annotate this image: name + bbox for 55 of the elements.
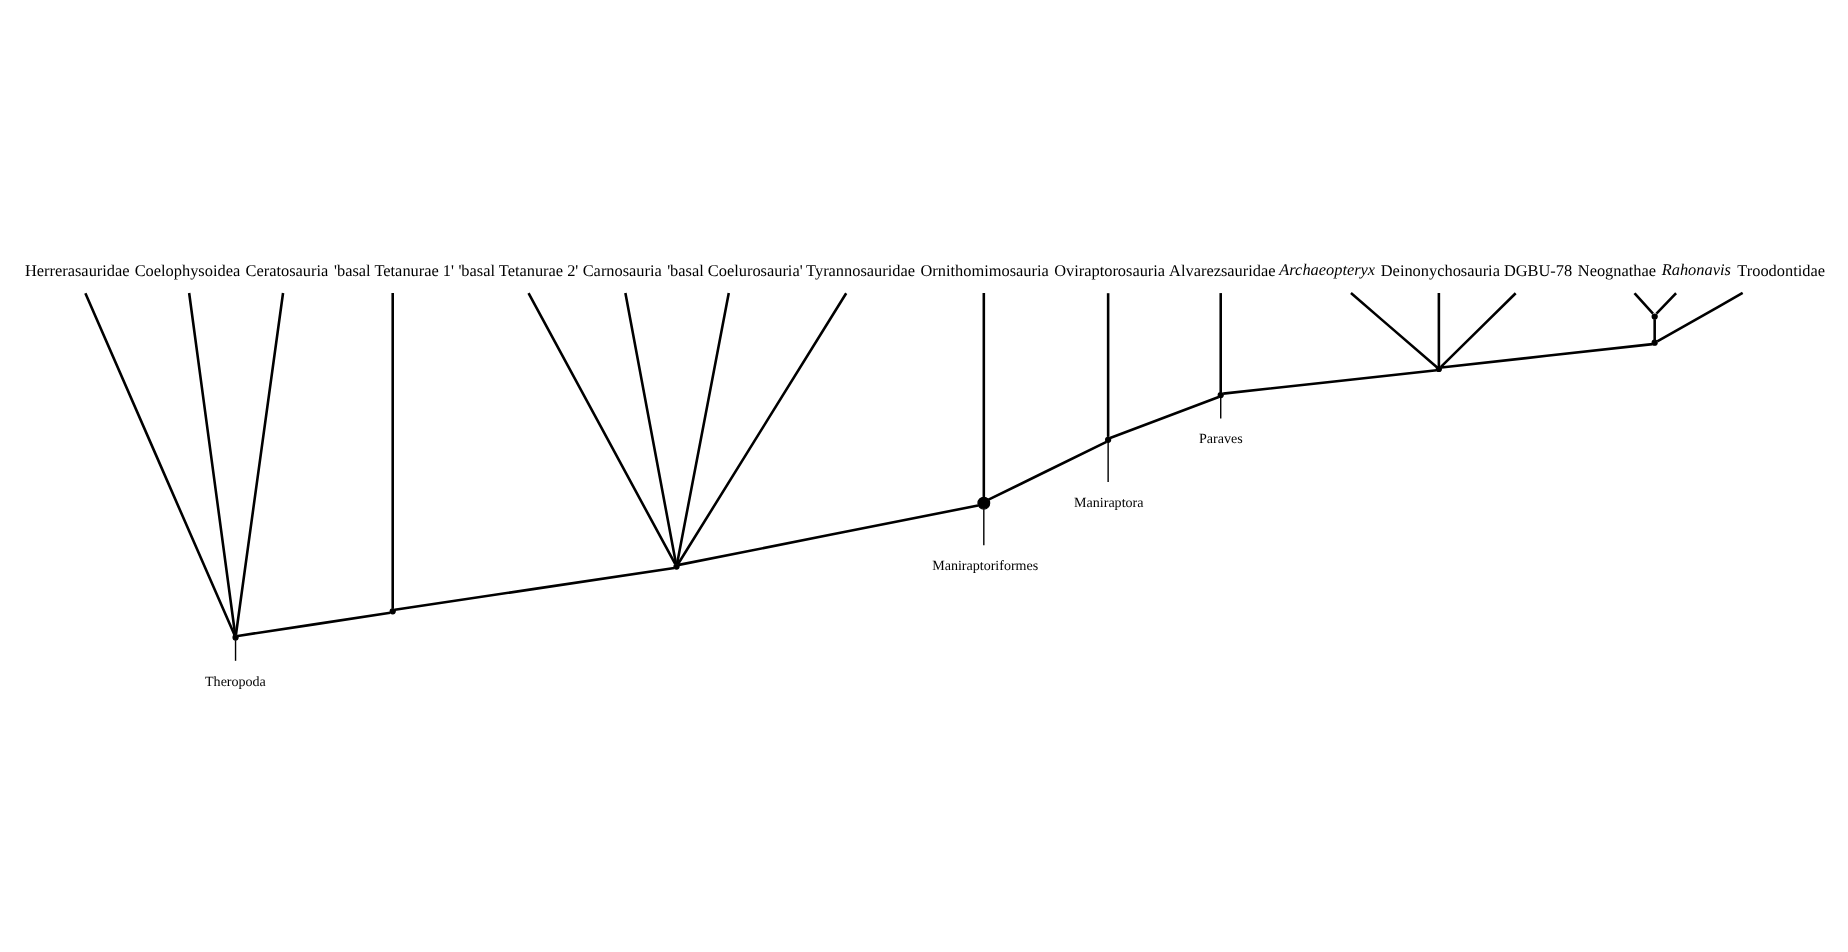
node-text: 'basal Tetanurae 2' [458, 261, 579, 280]
node-text: Herrerasauridae [25, 261, 130, 280]
node-text: Alvarezsauridae [1169, 261, 1276, 280]
node-point [232, 633, 239, 640]
connector [1107, 440, 1109, 482]
connector [1223, 368, 1437, 394]
node-text: 'basal Coelurosauria' [667, 261, 803, 280]
node-text: Ornithomimosauria [920, 261, 1049, 280]
connector [983, 507, 985, 546]
node-text: Tyrannosauridae [806, 261, 916, 280]
connector [187, 291, 237, 634]
connector [1220, 396, 1222, 419]
node-text: Troodontidae [1737, 261, 1826, 280]
connector [394, 565, 675, 611]
connector [1655, 291, 1678, 314]
node-text: Oviraptorosauria [1054, 261, 1166, 280]
connector [675, 291, 731, 564]
node-text: Neognathae [1577, 261, 1657, 280]
connector [676, 291, 848, 564]
connector [1440, 291, 1517, 367]
connector [982, 292, 986, 496]
node-point [1651, 338, 1658, 345]
connector [527, 291, 677, 564]
node-text: DGBU-78 [1503, 261, 1573, 280]
connector [1437, 292, 1441, 366]
connector [1633, 291, 1654, 314]
node-point [1217, 390, 1224, 398]
node-circle [977, 495, 991, 509]
node-text: 'basal Tetanurae 1' [334, 261, 455, 280]
node-point [1651, 312, 1658, 319]
connector [1441, 341, 1653, 368]
node-text: Archaeopteryx [1279, 259, 1376, 278]
connector [391, 291, 394, 608]
node-point [673, 562, 680, 569]
connector [237, 610, 391, 637]
connector [1656, 290, 1744, 342]
connector [234, 638, 237, 661]
node-text: Ceratosauria [245, 261, 329, 280]
connector [1350, 291, 1438, 368]
node-text: Carnosauria [582, 261, 662, 280]
node-text: Coelophysoidea [134, 261, 241, 280]
connector [624, 291, 678, 564]
node-point [1105, 435, 1112, 442]
connector [1653, 318, 1656, 339]
node-text: Deinonychosauria [1380, 261, 1500, 280]
connector [987, 439, 1107, 500]
node-point [1435, 364, 1442, 372]
node-point [389, 607, 396, 614]
connector [1219, 292, 1222, 392]
connector [1106, 292, 1110, 436]
node-text: Rahonavis [1661, 259, 1731, 278]
connector [1109, 394, 1220, 439]
connector [84, 291, 236, 635]
connector [678, 503, 979, 566]
connector [234, 291, 285, 634]
